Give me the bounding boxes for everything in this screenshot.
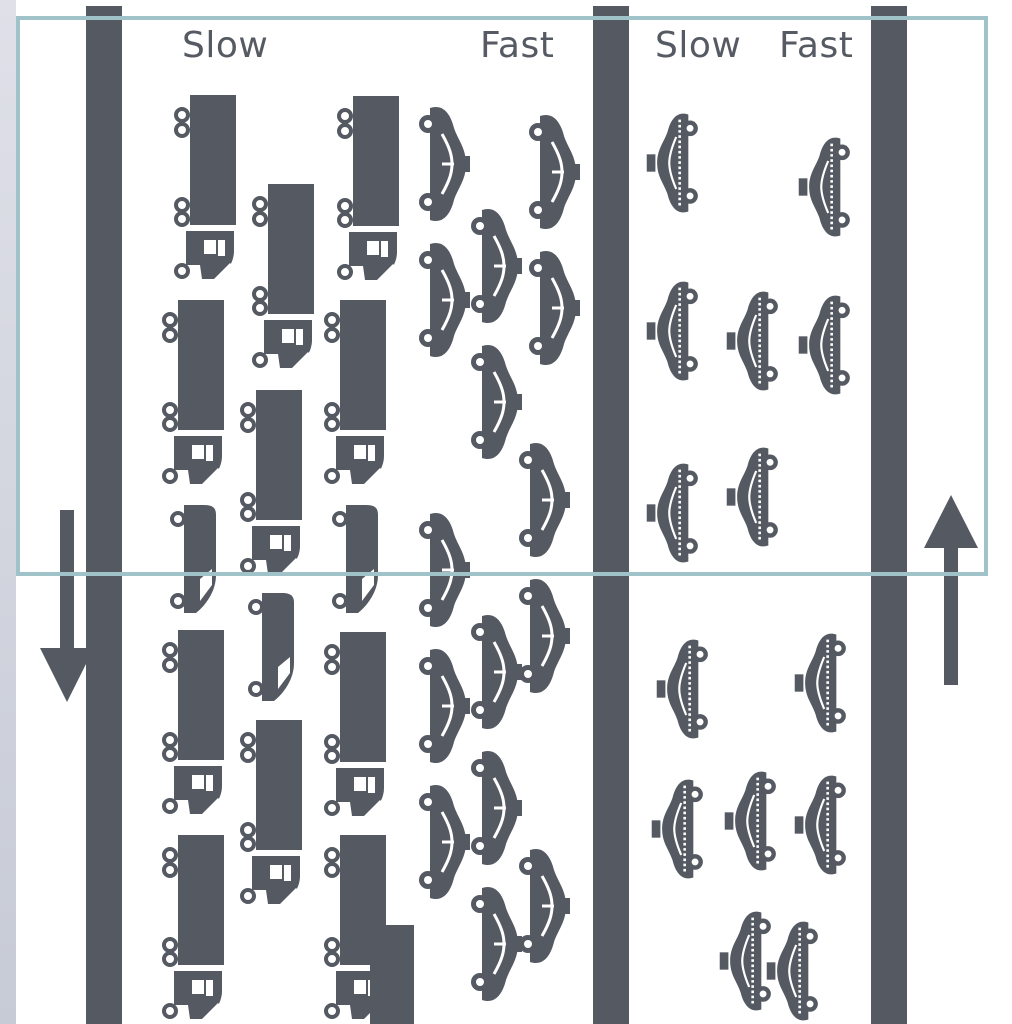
road-barrier-left — [86, 6, 122, 1024]
taxi-icon — [655, 638, 710, 740]
taxi-icon — [645, 462, 700, 564]
car-icon — [469, 343, 524, 461]
slow-lane-label-left: Slow — [182, 25, 269, 66]
fast-lane-label-left: Fast — [480, 25, 555, 66]
car-icon — [517, 577, 572, 695]
truck-trailer — [370, 925, 414, 1024]
car-icon — [417, 241, 472, 359]
van-icon — [248, 593, 294, 701]
truck-icon — [162, 298, 226, 492]
truck-icon — [324, 298, 388, 492]
taxi-icon — [765, 920, 820, 1022]
taxi-icon — [797, 136, 852, 238]
car-icon — [469, 207, 524, 325]
taxi-icon — [793, 774, 848, 876]
truck-icon — [174, 93, 238, 287]
truck-icon — [240, 718, 304, 912]
truck-icon — [324, 630, 388, 824]
car-icon — [469, 613, 524, 731]
taxi-icon — [725, 290, 780, 392]
car-icon — [417, 647, 472, 765]
fast-lane-cars-left — [417, 105, 582, 1003]
taxi-icon — [797, 294, 852, 396]
down-arrow-icon — [40, 510, 94, 702]
truck-icon — [337, 94, 401, 288]
car-icon — [469, 885, 524, 1003]
truck-icon — [162, 833, 226, 1024]
car-icon — [517, 847, 572, 965]
truck-icon — [162, 628, 226, 822]
taxi-icon — [645, 280, 700, 382]
taxi-icon — [718, 910, 773, 1012]
truck-icon — [240, 388, 304, 582]
taxi-icon — [650, 778, 705, 880]
car-icon — [527, 249, 582, 367]
right-lanes-taxis — [645, 112, 852, 1022]
road-barrier-center — [593, 6, 629, 1024]
taxi-icon — [725, 446, 780, 548]
car-icon — [517, 441, 572, 559]
van-icon — [332, 505, 378, 613]
truck-icon — [252, 182, 316, 376]
highlight-box — [16, 16, 988, 576]
car-icon — [469, 749, 524, 867]
fast-lane-label-right: Fast — [779, 25, 854, 66]
car-icon — [527, 113, 582, 231]
slow-lane-trucks-left — [162, 93, 414, 1024]
car-icon — [417, 105, 472, 223]
road-barrier-right — [871, 6, 907, 1024]
car-icon — [417, 511, 472, 629]
car-icon — [417, 783, 472, 901]
van-icon — [170, 505, 216, 613]
slow-lane-label-right: Slow — [655, 25, 742, 66]
window-edge — [0, 0, 16, 1024]
taxi-icon — [793, 632, 848, 734]
up-arrow-icon — [924, 495, 978, 685]
taxi-icon — [723, 770, 778, 872]
taxi-icon — [645, 112, 700, 214]
